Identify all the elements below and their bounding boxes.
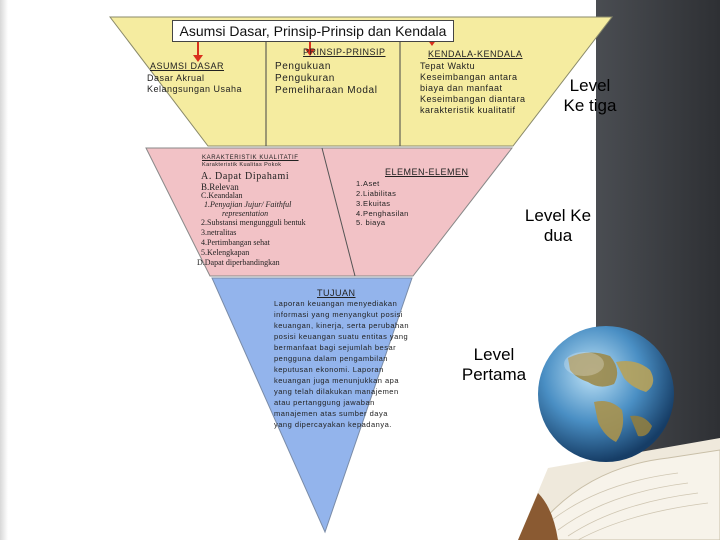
asumsi-item: Dasar Akrual [147,73,205,83]
tujuan-line: yang telah dilakukan manajemen [274,387,399,396]
level1-label: Level Pertama [461,345,527,384]
globe-icon [538,326,674,462]
karakteristik-subheading: Karakteristik Kualitas Pokok [202,162,282,168]
level2-trapezoid [145,147,514,277]
tujuan-line: keuangan, kinerja, serta perubahan [274,321,410,330]
karakteristik-item: A. Dapat Dipahami [201,171,290,182]
prinsip-item: Pengukuan [275,61,332,72]
prinsip-item: Pengukuran [275,73,335,84]
karakteristik-item: 5.Kelengkapan [201,248,250,257]
elemen-item: 1.Aset [356,179,380,188]
asumsi-item: Kelangsungan Usaha [147,84,243,94]
tujuan-line: pengguna dalam pengambilan [274,354,388,363]
elemen-heading: ELEMEN-ELEMEN [385,167,469,177]
slide-left-shadow [0,0,8,540]
arrow-asumsi [193,42,203,62]
prinsip-item: Pemeliharaan Modal [275,85,378,96]
tujuan-line: keuangan juga menunjukkan apa [274,376,400,385]
tujuan-line: yang dipercayakan kepadanya. [274,420,392,429]
level2-divider [321,147,356,277]
tujuan-line: manajemen atas sumber daya [274,409,388,418]
tujuan-line: bermanfaat bagi sejumlah besar [274,343,397,352]
kendala-item: biaya dan manfaat [420,83,503,93]
level2-label: Level Ke dua [524,206,592,245]
tujuan-line: posisi keuangan suatu entitas yang [274,332,409,341]
book-globe-illustration [518,326,720,540]
karakteristik-item: 1.Penyajian Jujur/ Faithful [204,200,292,209]
kendala-item: Tepat Waktu [420,61,476,71]
elemen-item: 3.Ekuitas [356,199,391,208]
kendala-heading: KENDALA-KENDALA [428,49,523,59]
karakteristik-item: B.Relevan [201,182,239,192]
slide-title: Asumsi Dasar, Prinsip-Prinsip dan Kendal… [172,20,454,42]
karakteristik-item: 3.netralitas [201,228,237,237]
karakteristik-item: representation [222,209,269,218]
tujuan-line: Laporan keuangan menyediakan [274,299,398,308]
kendala-item: karakteristik kualitatif [420,105,516,115]
level3-label: Level Ke tiga [563,76,617,115]
karakteristik-heading: KARAKTERISTIK KUALITATIF [202,155,299,161]
elemen-item: 5. biaya [356,218,386,227]
level3-trapezoid [108,16,614,147]
tujuan-heading: TUJUAN [317,288,356,298]
kendala-item: Keseimbangan antara [420,72,518,82]
level1-triangle [211,277,413,534]
elemen-item: 2.Liabilitas [356,189,397,198]
karakteristik-item: 2.Substansi mengungguli bentuk [201,218,306,227]
karakteristik-item: D.Dapat diperbandingkan [197,258,280,267]
kendala-item: Keseimbangan diantara [420,94,526,104]
arrow-prinsip [305,42,315,56]
tujuan-line: atau pertanggung jawaban [274,398,375,407]
asumsi-dasar-heading: ASUMSI DASAR [150,61,225,71]
karakteristik-item: 4.Pertimbangan sehat [201,238,270,247]
elemen-item: 4.Penghasilan [356,209,409,218]
tujuan-line: informasi yang menyangkut posisi [274,310,403,319]
karakteristik-item: C.Keandalan [201,191,243,200]
tujuan-line: keputusan ekonomi. Laporan [274,365,384,374]
prinsip-heading: PRINSIP-PRINSIP [303,47,386,57]
